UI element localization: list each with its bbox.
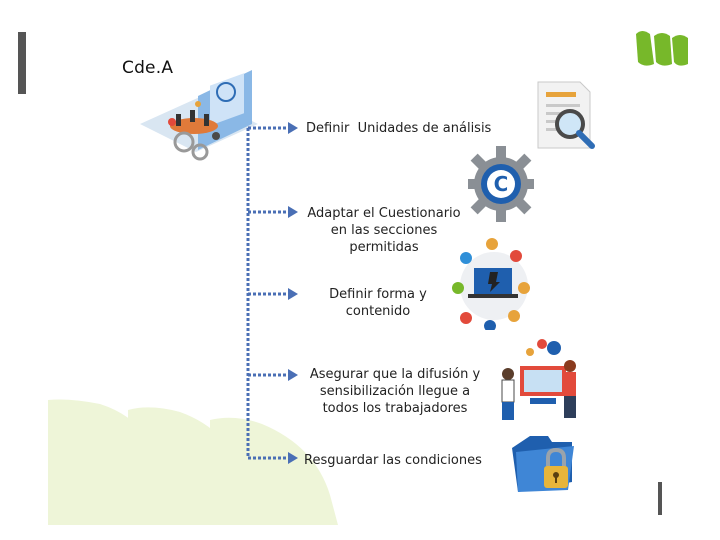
left-accent-bar	[18, 32, 26, 94]
step-2-label: Adaptar el Cuestionario en las secciones…	[307, 206, 461, 255]
brand-logo	[636, 31, 688, 66]
step-5-label: Resguardar las condiciones	[304, 453, 482, 468]
right-accent-bar	[658, 482, 662, 515]
meeting-room-illustration	[140, 70, 258, 161]
step-1-label: Definir Unidades de análisis	[306, 121, 492, 136]
step-4-label: Asegurar que la difusión y sensibilizaci…	[309, 367, 481, 416]
diagram-title: Cde.A	[122, 58, 174, 78]
document-magnifier-icon	[537, 81, 595, 149]
people-presentation-icon	[501, 339, 576, 420]
svg-text:C: C	[494, 172, 509, 196]
network-laptop-icon	[452, 238, 530, 330]
locked-folder-icon	[512, 436, 574, 492]
gear-c-icon: C	[468, 146, 534, 222]
step-3-label: Definir forma y contenido	[329, 287, 427, 319]
